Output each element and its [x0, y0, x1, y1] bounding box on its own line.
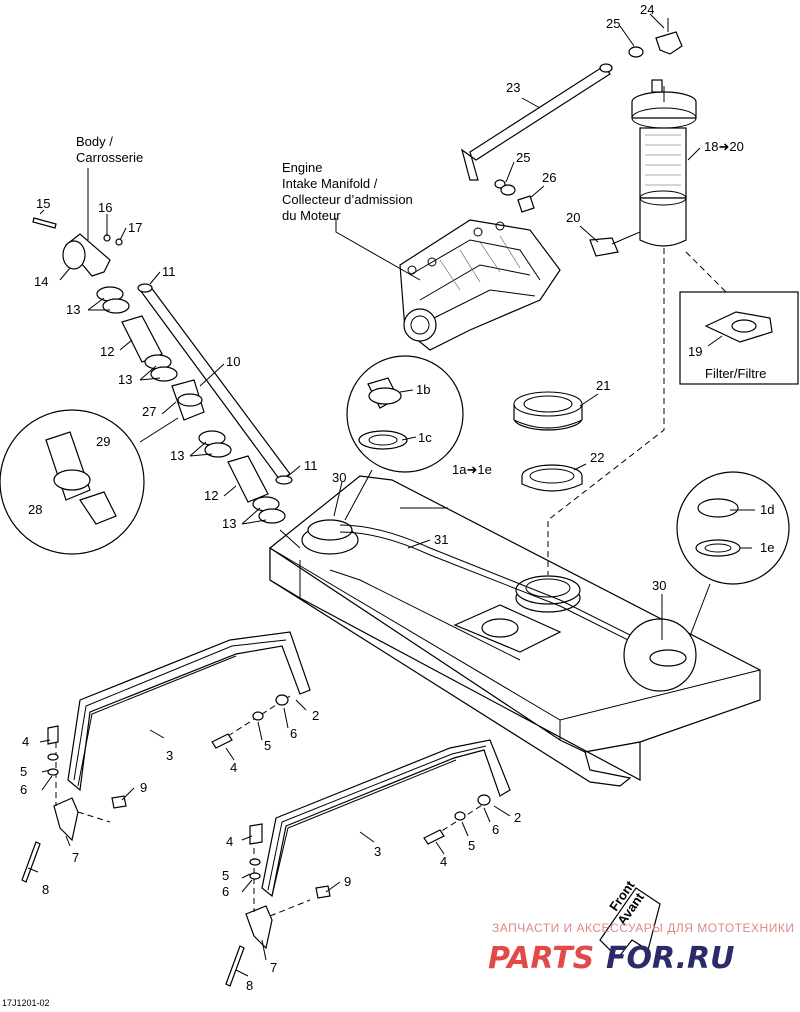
- gasket-22: [521, 464, 583, 492]
- label-19: 19: [688, 344, 702, 359]
- label-5-left: 5: [264, 738, 271, 753]
- label-7-right: 7: [270, 960, 277, 975]
- label-filter: Filter/Filtre: [705, 366, 766, 381]
- label-engine-1: Engine: [282, 160, 322, 175]
- label-24: 24: [640, 2, 654, 17]
- callout-29: [0, 409, 179, 555]
- label-9-left: 9: [140, 780, 147, 795]
- ring-nut-21: [513, 391, 583, 431]
- label-body-2: Carrosserie: [76, 150, 143, 165]
- engine-intake-manifold: [399, 219, 561, 351]
- label-7-left: 7: [72, 850, 79, 865]
- label-3-right: 3: [374, 844, 381, 859]
- label-5-right: 5: [468, 838, 475, 853]
- label-6-right-b: 6: [222, 884, 229, 899]
- label-11-top: 11: [162, 264, 176, 279]
- label-1a-1e: 1a➜1e: [452, 462, 492, 477]
- part-labels: 24 25 23 18➜20 25 26 20 19 Filter/Filtre…: [2, 2, 774, 1008]
- label-6-left-b: 6: [20, 782, 27, 797]
- label-21: 21: [596, 378, 610, 393]
- hardware: [21, 694, 491, 987]
- label-30-right: 30: [652, 578, 666, 593]
- label-28: 28: [28, 502, 42, 517]
- watermark: ЗАПЧАСТИ И АКСЕССУАРЫ ДЛЯ МОТОТЕХНИКИ PA…: [488, 921, 794, 976]
- label-body-1: Body /: [76, 134, 113, 149]
- label-8-left: 8: [42, 882, 49, 897]
- label-12-bottom: 12: [204, 488, 218, 503]
- label-2-left: 2: [312, 708, 319, 723]
- label-16: 16: [98, 200, 112, 215]
- label-5-right-b: 5: [222, 868, 229, 883]
- label-8-right: 8: [246, 978, 253, 993]
- label-1c: 1c: [418, 430, 432, 445]
- label-engine-4: du Moteur: [282, 208, 341, 223]
- watermark-tagline: ЗАПЧАСТИ И АКСЕССУАРЫ ДЛЯ МОТОТЕХНИКИ: [492, 921, 794, 935]
- callout-1d-1e: [676, 471, 790, 637]
- fuel-line-23: [460, 63, 613, 181]
- callout-1b-1c: [344, 355, 464, 521]
- label-11-bottom: 11: [304, 458, 318, 473]
- label-14: 14: [34, 274, 48, 289]
- label-26: 26: [542, 170, 556, 185]
- tank-strap-left: [53, 631, 311, 842]
- label-20: 20: [566, 210, 580, 225]
- tank-strap-right: [245, 739, 511, 950]
- watermark-brand-right: FOR.RU: [606, 941, 735, 976]
- filler-hose-assembly: [32, 217, 301, 549]
- label-23: 23: [506, 80, 520, 95]
- label-4-left: 4: [22, 734, 29, 749]
- label-6-right: 6: [492, 822, 499, 837]
- label-18-20: 18➜20: [704, 139, 744, 154]
- label-engine-2: Intake Manifold /: [282, 176, 378, 191]
- label-5-left-b: 5: [20, 764, 27, 779]
- label-31: 31: [434, 532, 448, 547]
- label-22: 22: [590, 450, 604, 465]
- label-17: 17: [128, 220, 142, 235]
- label-15: 15: [36, 196, 50, 211]
- label-29: 29: [96, 434, 110, 449]
- label-engine-3: Collecteur d’admission: [282, 192, 413, 207]
- label-1b: 1b: [416, 382, 430, 397]
- label-6-left: 6: [290, 726, 297, 741]
- filter-box: [679, 251, 799, 385]
- label-13-2: 13: [118, 372, 132, 387]
- label-1e: 1e: [760, 540, 774, 555]
- label-4-right: 4: [226, 834, 233, 849]
- label-4-right-b: 4: [440, 854, 447, 869]
- label-10: 10: [226, 354, 240, 369]
- label-27: 27: [142, 404, 156, 419]
- leader-lines: [27, 13, 755, 977]
- label-25-top: 25: [606, 16, 620, 31]
- label-9-right: 9: [344, 874, 351, 889]
- label-4-left-b: 4: [230, 760, 237, 775]
- drawing-code: 17J1201-02: [2, 998, 50, 1008]
- label-25: 25: [516, 150, 530, 165]
- watermark-brand-left: PARTS: [488, 941, 594, 976]
- clamp-25-26: [494, 179, 535, 213]
- fuel-tank: [269, 475, 761, 787]
- label-13-4: 13: [222, 516, 236, 531]
- label-3-left: 3: [166, 748, 173, 763]
- connector-24: [628, 18, 683, 58]
- label-1d: 1d: [760, 502, 774, 517]
- label-13-3: 13: [170, 448, 184, 463]
- label-30-left: 30: [332, 470, 346, 485]
- label-12-top: 12: [100, 344, 114, 359]
- front-arrow-icon: [599, 887, 661, 959]
- callout-30: [623, 618, 697, 692]
- label-13-1: 13: [66, 302, 80, 317]
- fuel-pump-module: [547, 79, 697, 575]
- label-2-right: 2: [514, 810, 521, 825]
